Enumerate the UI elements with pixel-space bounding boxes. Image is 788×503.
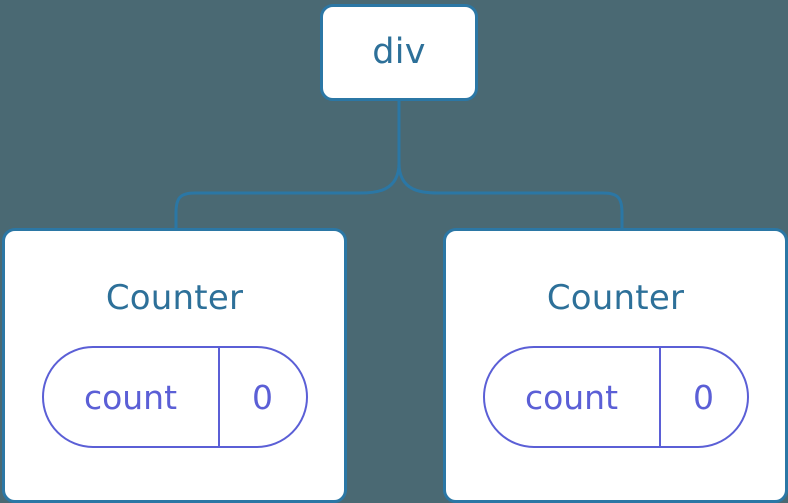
- state-pill-left[interactable]: count 0: [41, 346, 308, 448]
- root-node[interactable]: div: [320, 4, 478, 101]
- state-pill-right[interactable]: count 0: [482, 346, 749, 448]
- connector-to-right-child: [397, 161, 624, 232]
- state-value-left: 0: [252, 377, 273, 417]
- counter-node-left-label: Counter: [105, 278, 244, 318]
- root-node-label: div: [372, 32, 426, 72]
- state-key-right: count: [485, 348, 661, 446]
- counter-node-right[interactable]: Counter count 0: [443, 228, 788, 503]
- counter-node-right-label: Counter: [546, 278, 685, 318]
- state-key-left: count: [44, 348, 220, 446]
- state-value-right: 0: [693, 377, 714, 417]
- connector-to-left-child: [174, 161, 401, 232]
- counter-node-left[interactable]: Counter count 0: [2, 228, 347, 503]
